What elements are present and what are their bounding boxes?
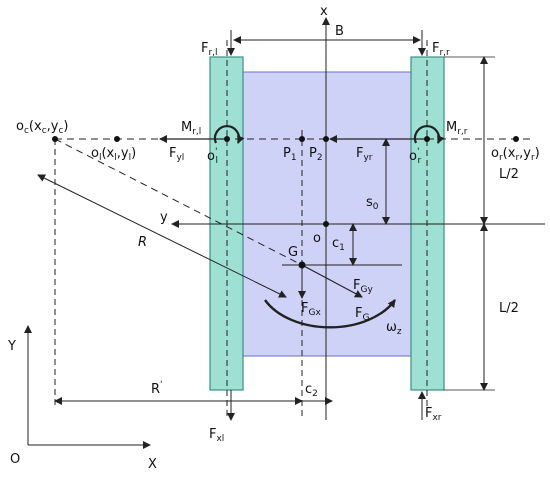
- p1-point: [299, 136, 305, 142]
- fxl-label: Fxl: [209, 427, 224, 444]
- frl-label: Fr,l: [201, 41, 218, 58]
- p1-label: P1: [283, 146, 297, 163]
- o1r-point: [424, 136, 430, 142]
- c1-label: c1: [332, 236, 345, 253]
- g-point: [298, 261, 306, 269]
- rprime-label: R': [151, 380, 163, 397]
- p2-label: P2: [309, 146, 323, 163]
- fgx-label: FGx: [301, 301, 321, 318]
- global-y-label: Y: [7, 339, 16, 354]
- fgy-label: FGy: [353, 278, 373, 295]
- y-axis-label: y: [160, 210, 168, 225]
- fg-arrow: [301, 264, 363, 298]
- mrr-moment-arc: [413, 125, 445, 144]
- o1l-point: [224, 136, 230, 142]
- fyr-label: Fyr: [356, 146, 373, 163]
- o1r-label: o'r: [409, 147, 421, 166]
- mrl-label: Mr,l: [181, 120, 201, 137]
- x-axis-label: x: [320, 4, 328, 19]
- r-radius-arrow: [37, 174, 287, 298]
- omega-z-arc: [264, 299, 396, 329]
- fyl-label: Fyl: [169, 146, 184, 163]
- global-o-label: O: [10, 452, 20, 467]
- s0-label: s0: [366, 195, 379, 212]
- ol-label: ol(xl,yl): [91, 146, 136, 163]
- mrr-label: Mr,r: [446, 120, 468, 137]
- ol-point: [114, 136, 120, 142]
- omega-z-label: ωz: [386, 320, 402, 337]
- o1l-label: o'l: [207, 147, 218, 166]
- oc-point: [52, 136, 58, 142]
- p2-point: [323, 136, 329, 142]
- global-x-label: X: [148, 457, 157, 472]
- frr-label: Fr,r: [432, 41, 450, 58]
- or-point: [513, 136, 519, 142]
- fxr-label: Fxr: [425, 406, 442, 423]
- mrl-moment-arc: [213, 125, 245, 144]
- o-center-label: o: [313, 231, 321, 246]
- g-label: G: [288, 245, 298, 260]
- oc-label: oc(xc,yc): [16, 119, 69, 136]
- r-label: R: [138, 235, 147, 250]
- b-label: B: [335, 24, 344, 39]
- c2-label: c2: [305, 382, 318, 399]
- fg-label: FG: [355, 306, 369, 323]
- l2-top-label: L/2: [499, 167, 519, 182]
- or-label: or(xr,yr): [491, 146, 540, 163]
- l2-bottom-label: L/2: [499, 301, 519, 316]
- o-center-point: [323, 221, 329, 227]
